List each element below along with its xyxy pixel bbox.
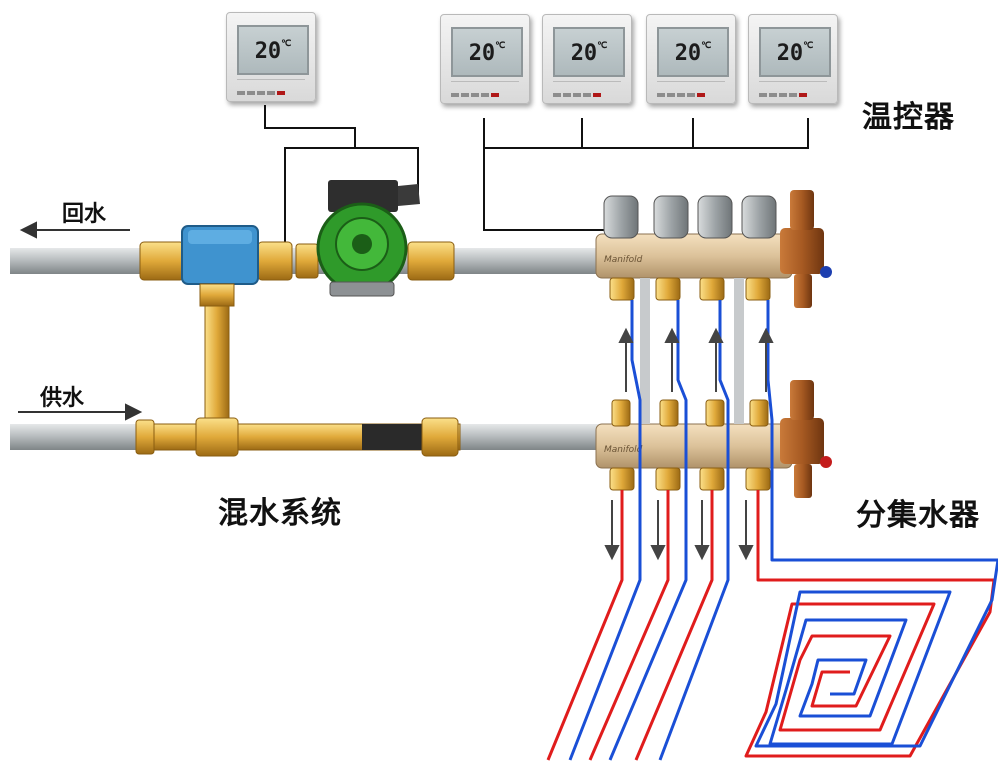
- thermostat-3: 20℃: [646, 14, 736, 104]
- mixing-valve: [181, 225, 259, 307]
- label-supply-water: 供水: [40, 386, 85, 411]
- control-wiring: [264, 105, 809, 250]
- svg-text:Manifold: Manifold: [604, 445, 643, 455]
- label-manifold: 分集水器: [856, 498, 980, 533]
- thermostat-1: 20℃: [440, 14, 530, 104]
- thermostat-mixing: 20℃: [226, 12, 316, 102]
- label-mixing-system: 混水系统: [218, 496, 342, 531]
- circulation-pump: [316, 180, 420, 297]
- label-return-water: 回水: [62, 202, 107, 227]
- manifold-fittings: [609, 277, 771, 491]
- actuators: [603, 195, 777, 239]
- return-line-fittings: [139, 241, 455, 281]
- thermostat-4: 20℃: [748, 14, 838, 104]
- manifold-upper: Manifold: [595, 190, 832, 308]
- heating-loops: [546, 300, 998, 761]
- thermostat-2: 20℃: [542, 14, 632, 104]
- manifold-bracket: [640, 278, 744, 424]
- label-thermostats: 温控器: [862, 100, 955, 135]
- svg-text:Manifold: Manifold: [604, 255, 643, 265]
- flow-arrows: [18, 221, 143, 421]
- manifold-arrows: [604, 327, 774, 561]
- manifold-lower: Manifold: [595, 380, 832, 498]
- supply-bypass-pipe: [135, 305, 461, 457]
